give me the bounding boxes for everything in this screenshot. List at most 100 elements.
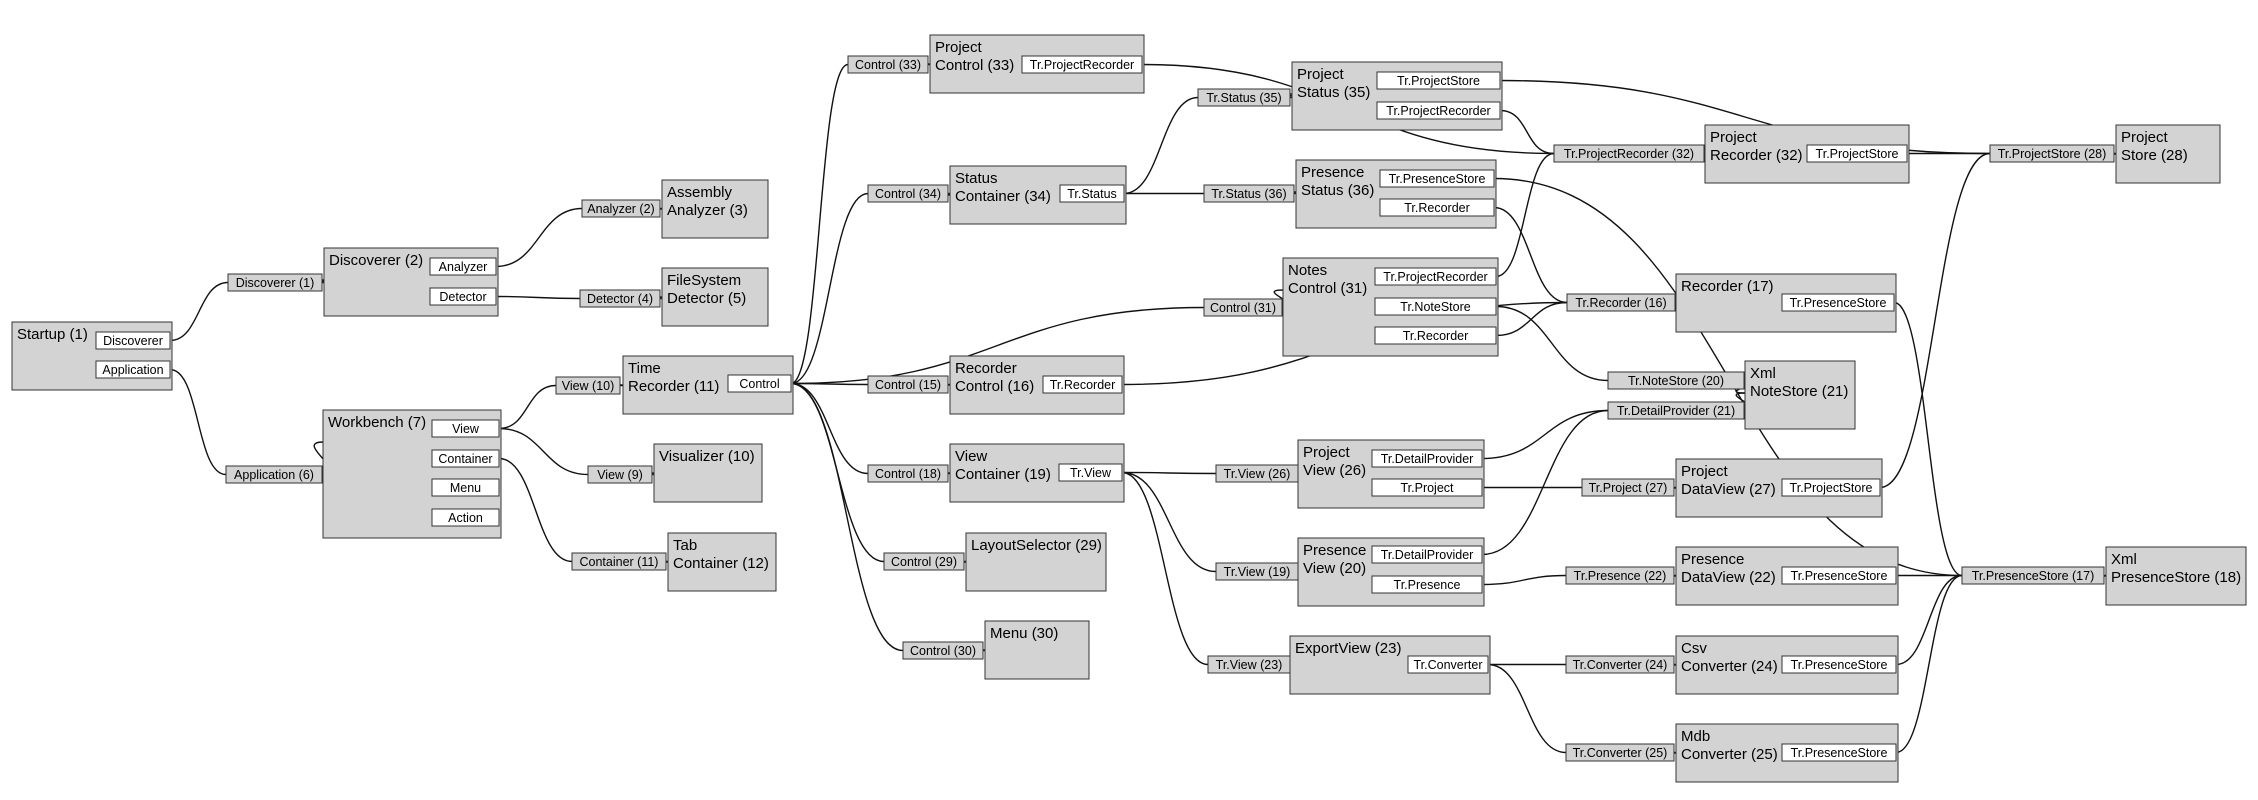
port-view[interactable]: View [431,419,500,438]
port-label: Tr.ProjectStore [1816,147,1899,161]
connector-label-trstatus35[interactable]: Tr.Status (35) [1197,88,1291,107]
port-tr-projectrecorder[interactable]: Tr.ProjectRecorder [1376,101,1501,120]
port-tr-status[interactable]: Tr.Status [1059,184,1125,203]
connector-label-analyzer2[interactable]: Analyzer (2) [581,199,661,218]
connector-label-control34[interactable]: Control (34) [867,184,949,203]
node-menu[interactable]: Menu (30) [984,620,1090,680]
connector-label-control18[interactable]: Control (18) [867,464,949,483]
node-project-recorder[interactable]: ProjectRecorder (32)Tr.ProjectStore [1704,124,1910,184]
connector-label-view10[interactable]: View (10) [555,376,621,395]
port-tr-presencestore[interactable]: Tr.PresenceStore [1781,743,1897,762]
port-tr-recorder[interactable]: Tr.Recorder [1374,326,1497,345]
port-discoverer[interactable]: Discoverer [95,331,171,350]
port-tr-projectstore[interactable]: Tr.ProjectStore [1376,71,1501,90]
port-tr-presencestore[interactable]: Tr.PresenceStore [1781,293,1895,312]
edge [1893,301,1963,577]
port-menu[interactable]: Menu [431,478,500,497]
edge [1495,301,1568,337]
connector-label-trprojectrecorder32[interactable]: Tr.ProjectRecorder (32) [1553,144,1705,163]
connector-label-box [902,641,984,660]
connector-label-trview19[interactable]: Tr.View (19) [1215,562,1299,581]
port-tr-converter[interactable]: Tr.Converter [1407,655,1489,674]
node-title: Menu (30) [990,625,1058,642]
port-tr-recorder[interactable]: Tr.Recorder [1379,198,1495,217]
connector-label-trdetailprovider21[interactable]: Tr.DetailProvider (21) [1607,401,1745,420]
node-title: Converter (25) [1681,746,1778,763]
port-tr-presence[interactable]: Tr.Presence [1371,575,1483,594]
connector-label-box [555,376,621,395]
node-visualizer[interactable]: Visualizer (10) [653,443,763,503]
connector-label-trpresence22[interactable]: Tr.Presence (22) [1565,566,1675,585]
port-control[interactable]: Control [727,374,792,393]
connector-label-trstatus36[interactable]: Tr.Status (36) [1203,184,1295,203]
connector-label-trconverter25[interactable]: Tr.Converter (25) [1565,743,1675,762]
connector-label-control15[interactable]: Control (15) [867,375,949,394]
port-tr-recorder[interactable]: Tr.Recorder [1042,375,1123,394]
port-tr-view[interactable]: Tr.View [1058,463,1123,482]
connector-label-trnotestore20[interactable]: Tr.NoteStore (20) [1607,371,1745,390]
connector-label-trconverter24[interactable]: Tr.Converter (24) [1565,655,1675,674]
connector-label-trprojectstore28[interactable]: Tr.ProjectStore (28) [1989,144,2115,163]
connector-label-control29[interactable]: Control (29) [883,552,965,571]
connector-label-trpresencestore17[interactable]: Tr.PresenceStore (17) [1961,566,2105,585]
port-tr-presencestore[interactable]: Tr.PresenceStore [1781,566,1897,585]
connector-label-container11[interactable]: Container (11) [571,552,667,571]
port-tr-notestore[interactable]: Tr.NoteStore [1374,297,1497,316]
connector-label-control30[interactable]: Control (30) [902,641,984,660]
port-label: Tr.ProjectRecorder [1030,58,1134,72]
port-container[interactable]: Container [431,449,500,468]
port-action[interactable]: Action [431,508,500,527]
node-title: Status [955,170,998,187]
node-project-store[interactable]: ProjectStore (28) [2115,124,2221,184]
node-recorder[interactable]: Recorder (17)Tr.PresenceStore [1675,273,1897,333]
port-application[interactable]: Application [95,360,171,379]
port-tr-projectstore[interactable]: Tr.ProjectStore [1806,144,1908,163]
port-tr-detailprovider[interactable]: Tr.DetailProvider [1371,545,1483,564]
connector-label-detector4[interactable]: Detector (4) [579,289,661,308]
port-analyzer[interactable]: Analyzer [429,257,497,276]
port-tr-projectrecorder[interactable]: Tr.ProjectRecorder [1374,267,1497,286]
node-export-view[interactable]: ExportView (23)Tr.Converter [1289,635,1491,695]
port-detector[interactable]: Detector [429,287,497,306]
connector-label-control31[interactable]: Control (31) [1203,298,1283,317]
connector-label-trproject27[interactable]: Tr.Project (27) [1581,478,1675,497]
node-layout-selector[interactable]: LayoutSelector (29) [965,532,1107,592]
port-label: Detector [439,290,486,304]
port-tr-project[interactable]: Tr.Project [1371,478,1483,497]
port-tr-presencestore[interactable]: Tr.PresenceStore [1379,169,1495,188]
connector-label-trview26[interactable]: Tr.View (26) [1215,464,1299,483]
connector-label-application6[interactable]: Application (6) [225,465,323,484]
port-tr-projectrecorder[interactable]: Tr.ProjectRecorder [1021,55,1143,74]
port-tr-projectstore[interactable]: Tr.ProjectStore [1781,478,1881,497]
port-tr-detailprovider[interactable]: Tr.DetailProvider [1371,449,1483,468]
connector-label-trrecorder16[interactable]: Tr.Recorder (16) [1566,293,1676,312]
connector-label-view9[interactable]: View (9) [587,465,653,484]
connector-label-control33[interactable]: Control (33) [847,55,929,74]
connector-label-trview23[interactable]: Tr.View (23) [1207,655,1291,674]
port-tr-presencestore[interactable]: Tr.PresenceStore [1781,655,1897,674]
connector-label-discoverer1[interactable]: Discoverer (1) [227,273,323,292]
